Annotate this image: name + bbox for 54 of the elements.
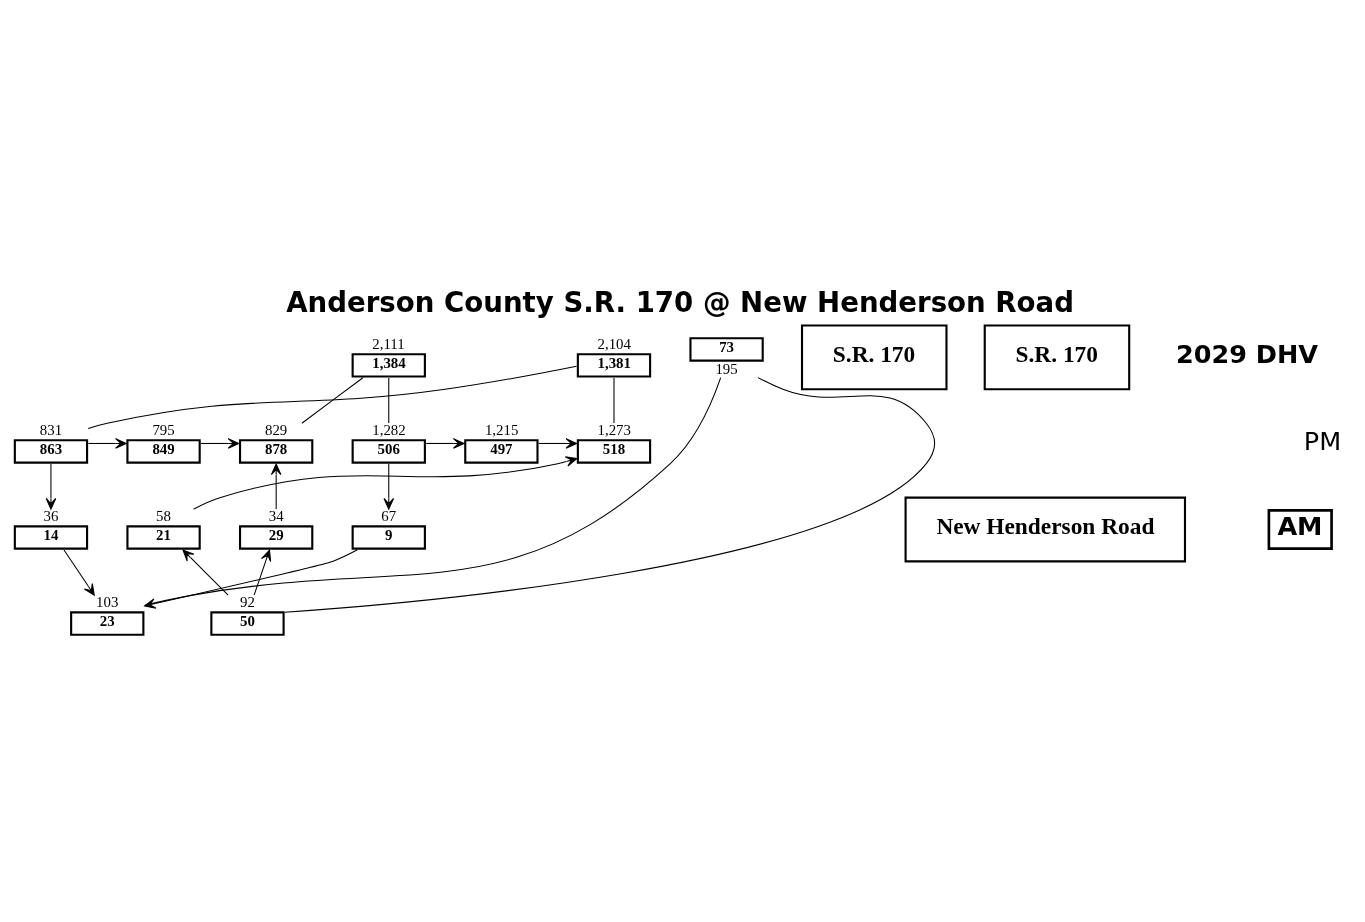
arrow	[270, 463, 282, 510]
node-box: AM	[1267, 509, 1333, 550]
node-label: 92	[240, 594, 255, 611]
node-box: 14	[13, 525, 89, 550]
node-box: 29	[239, 525, 314, 550]
node-box: 73	[689, 337, 764, 362]
node-label: 1,282	[372, 422, 406, 439]
node-box: 1,381	[576, 353, 652, 378]
node-label: 36	[43, 508, 59, 525]
node-box: 863	[13, 439, 89, 464]
node-box: 849	[126, 439, 201, 464]
node-label: 2,111	[372, 336, 405, 353]
node-box: 50	[210, 611, 285, 636]
arrow	[253, 549, 272, 596]
node-label: 1,273	[597, 422, 631, 439]
node-box: 9	[351, 525, 426, 550]
connector	[301, 377, 364, 424]
node-box: 518	[576, 439, 652, 464]
node-box: 21	[126, 525, 201, 550]
label: PM	[1303, 426, 1342, 457]
node-box: 878	[239, 439, 314, 464]
node-box: 506	[351, 439, 426, 464]
node-label: 829	[265, 422, 288, 439]
arrow	[87, 438, 127, 449]
node-box: 497	[464, 439, 539, 464]
node-box: S.R. 170	[983, 324, 1131, 391]
connector	[388, 377, 390, 424]
arrow	[63, 549, 95, 596]
arrow	[182, 549, 229, 596]
arrow	[538, 438, 578, 449]
node-box: S.R. 170	[800, 324, 948, 391]
arrow	[383, 463, 395, 510]
label: 2029 DHV	[1175, 338, 1318, 369]
node-box: New Henderson Road	[904, 496, 1187, 563]
diagram-title: Anderson County S.R. 170 @ New Henderson Road	[286, 285, 1074, 319]
node-box: 23	[70, 611, 145, 636]
node-box: 1,384	[351, 353, 426, 378]
arrow	[200, 438, 240, 449]
connector	[284, 377, 936, 613]
node-label: 195	[715, 360, 738, 377]
connector	[87, 365, 578, 429]
arrow	[45, 463, 57, 510]
node-label: 2,104	[597, 336, 631, 353]
node-label: 34	[268, 508, 284, 525]
node-label: 1,215	[484, 422, 519, 439]
node-label: 103	[96, 594, 119, 611]
connector	[613, 377, 615, 424]
arrow	[425, 438, 465, 449]
node-label: 58	[156, 508, 171, 525]
node-label: 795	[152, 422, 175, 439]
node-label: 67	[381, 508, 397, 525]
arrow	[193, 456, 578, 510]
connector	[144, 377, 722, 606]
node-label: 831	[39, 422, 63, 439]
